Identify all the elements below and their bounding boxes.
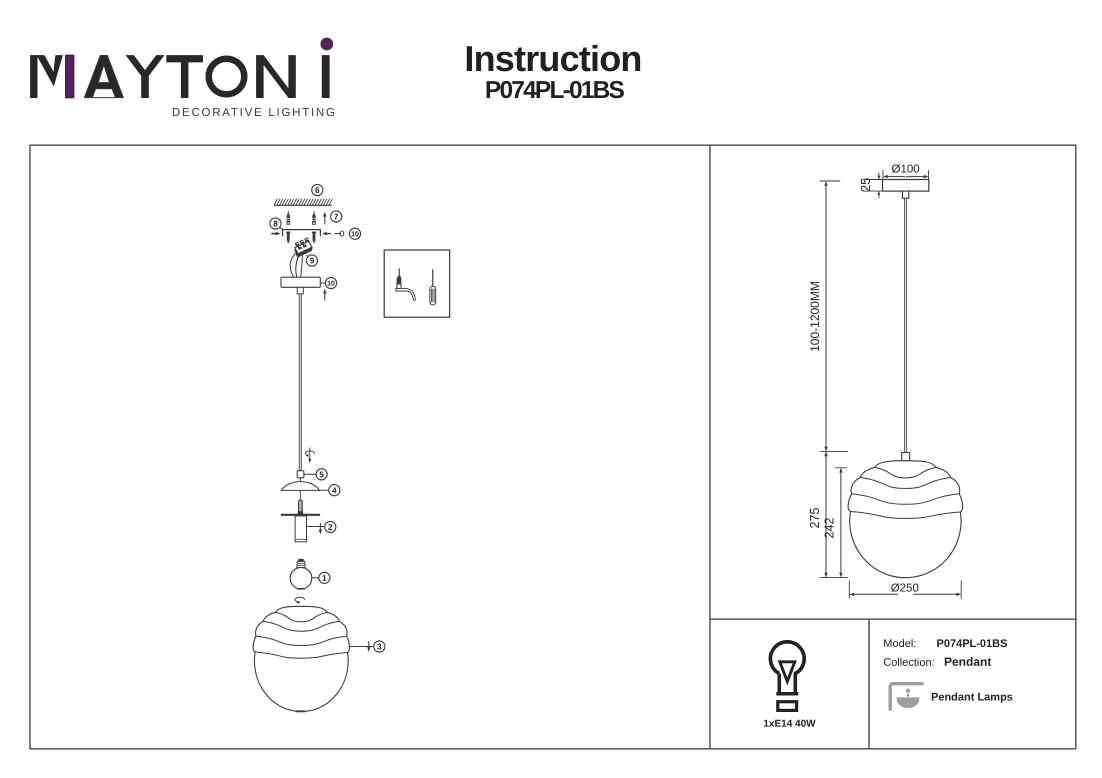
svg-text:7: 7 — [334, 212, 339, 221]
svg-text:10: 10 — [351, 231, 359, 238]
svg-text:Ø250: Ø250 — [891, 582, 919, 594]
svg-text:Model:: Model: — [883, 638, 916, 650]
svg-text:2: 2 — [328, 523, 333, 532]
svg-text:3: 3 — [377, 642, 382, 651]
svg-text:25: 25 — [858, 178, 873, 192]
svg-text:Pendant Lamps: Pendant Lamps — [931, 692, 1013, 704]
svg-text:1xE14 40W: 1xE14 40W — [763, 719, 816, 730]
svg-text:100-1200MM: 100-1200MM — [808, 281, 822, 352]
svg-text:9: 9 — [310, 256, 315, 265]
svg-text:Collection:: Collection: — [883, 657, 934, 669]
svg-text:242: 242 — [823, 518, 837, 539]
svg-text:P074PL-01BS: P074PL-01BS — [936, 638, 1007, 650]
svg-text:275: 275 — [808, 508, 822, 529]
svg-text:4: 4 — [332, 486, 337, 495]
svg-text:Ø100: Ø100 — [892, 163, 920, 175]
svg-text:8: 8 — [273, 219, 278, 228]
svg-text:10: 10 — [327, 281, 335, 288]
svg-text:5: 5 — [319, 470, 324, 479]
svg-text:6: 6 — [315, 186, 320, 195]
svg-text:1: 1 — [322, 574, 327, 583]
svg-text:Pendant: Pendant — [944, 655, 991, 669]
